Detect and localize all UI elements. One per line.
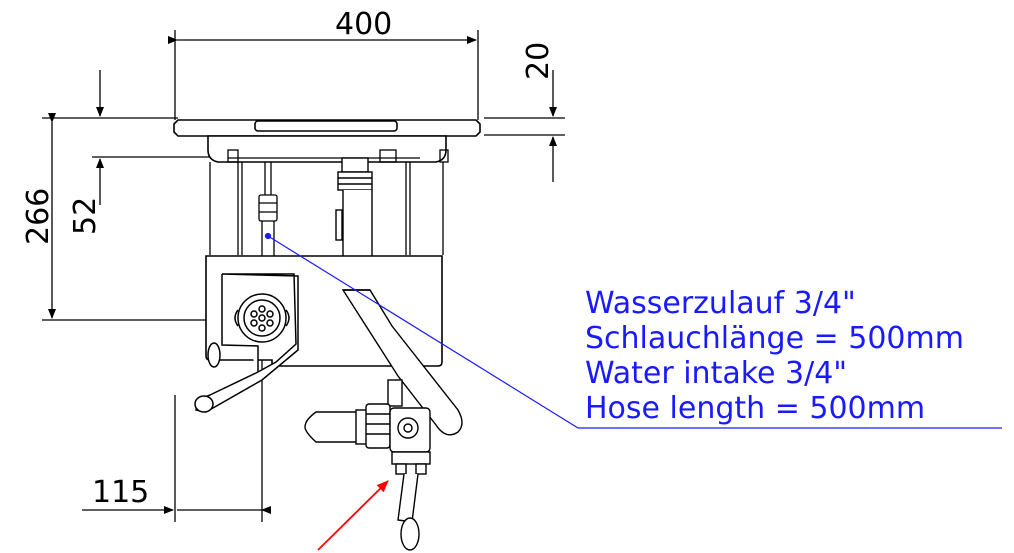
frame-rods	[209, 149, 449, 255]
dimension-height-52	[92, 70, 210, 205]
callout-line-4: Hose length = 500mm	[585, 391, 925, 426]
connector-housing	[194, 273, 299, 413]
fitting-small	[258, 162, 278, 272]
dimension-label-266: 266	[21, 188, 56, 245]
red-arrow	[317, 480, 389, 551]
callout-leader	[264, 232, 1002, 429]
dimension-offset-115	[82, 330, 271, 522]
dimension-label-52: 52	[68, 197, 103, 235]
dimension-width-400	[168, 30, 479, 120]
callout-line-2: Schlauchlänge = 500mm	[585, 321, 964, 356]
dimension-label-400: 400	[335, 7, 392, 42]
dimension-thickness-20	[484, 70, 565, 182]
callout-line-1: Wasserzulauf 3/4"	[585, 286, 856, 321]
dimension-label-115: 115	[92, 475, 149, 510]
callout-line-3: Water intake 3/4"	[585, 356, 847, 391]
dimension-label-20: 20	[521, 42, 556, 80]
valve-assembly	[304, 379, 431, 551]
hose	[341, 289, 463, 436]
plate	[173, 119, 481, 163]
